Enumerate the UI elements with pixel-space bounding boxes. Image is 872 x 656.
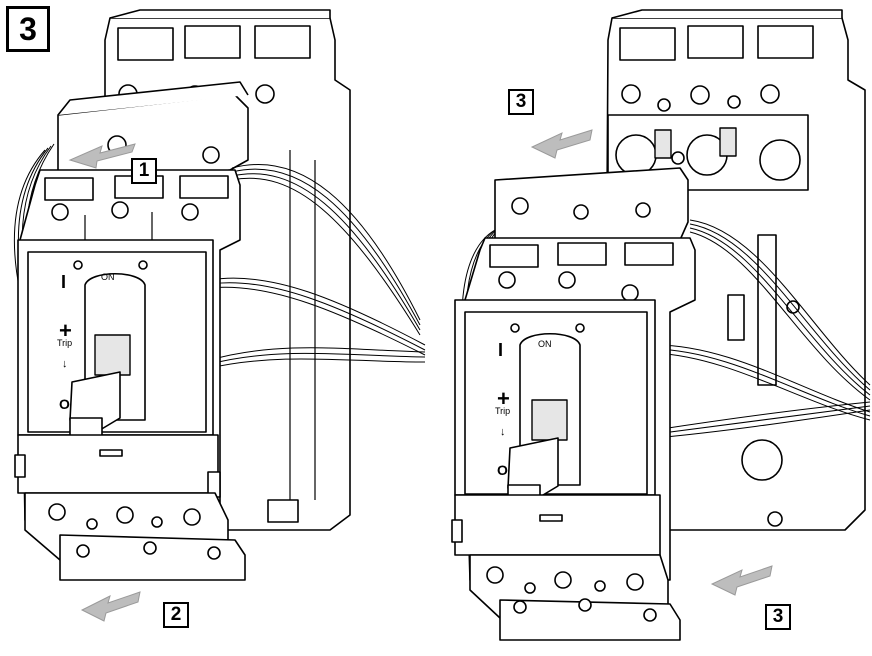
right-trip-label: Trip [495, 406, 511, 416]
arrow-2 [80, 591, 141, 622]
right-i-symbol: I [498, 340, 504, 360]
right-o-symbol: O [497, 462, 508, 478]
left-trip-symbol: + [59, 318, 72, 343]
left-down-arrow: ↓ [62, 358, 68, 370]
arrow-1 [68, 143, 136, 169]
right-on-label: ON [538, 339, 552, 349]
left-o-symbol: O [59, 396, 70, 412]
callout-2: 2 [163, 602, 189, 628]
right-trip-symbol: + [497, 386, 510, 411]
right-down-arrow: ↓ [500, 426, 506, 438]
left-on-label: ON [101, 272, 115, 282]
right-cover-plate [494, 167, 689, 251]
arrow-3-top [530, 129, 593, 159]
left-front-breaker [14, 169, 246, 581]
left-wire-bundle [13, 143, 426, 369]
callout-3-top: 3 [508, 89, 534, 115]
right-front-breaker [451, 237, 696, 641]
callout-1: 1 [131, 158, 157, 184]
arrow-3-bottom [710, 565, 773, 596]
left-trip-label: Trip [57, 338, 73, 348]
callout-3-bottom: 3 [765, 604, 791, 630]
figure-step-badge: 3 [6, 6, 50, 52]
left-i-symbol: I [61, 272, 67, 292]
